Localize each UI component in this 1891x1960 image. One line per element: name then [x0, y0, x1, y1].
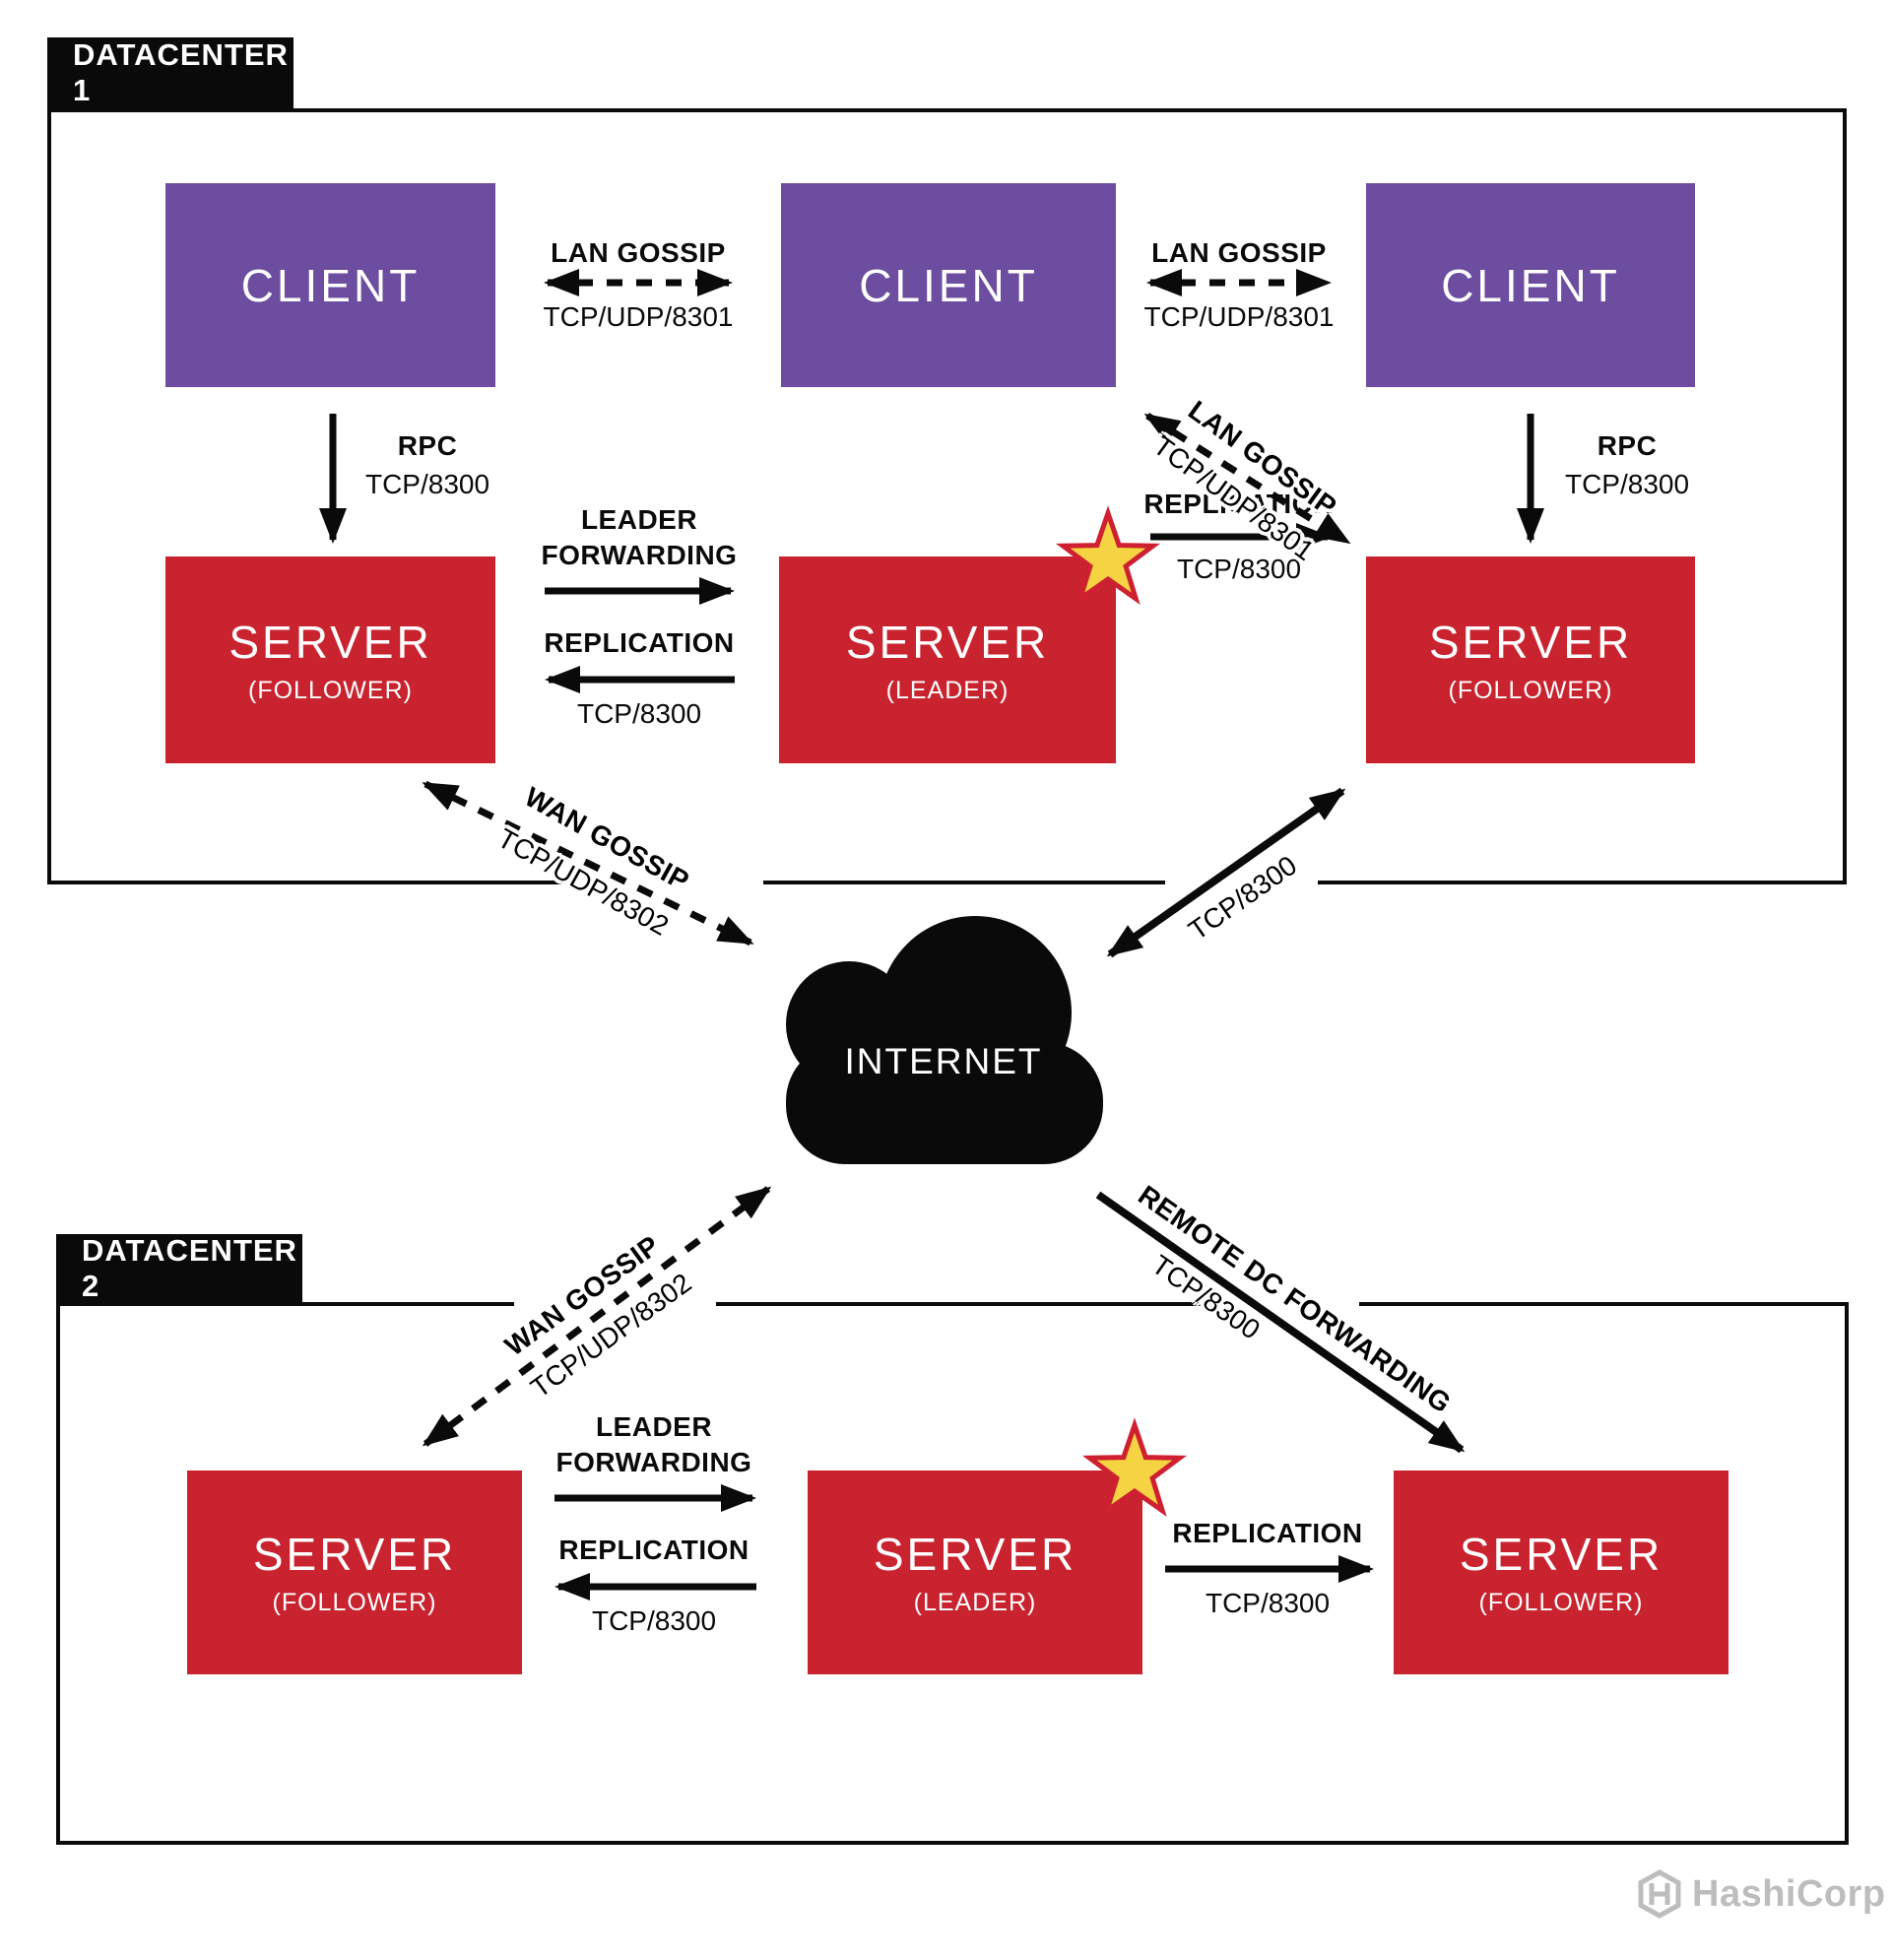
datacenter2-tab: DATACENTER 2: [56, 1232, 302, 1303]
hashicorp-logo-text: HashiCorp: [1692, 1872, 1886, 1915]
dc2-server-follower-right: SERVER (FOLLOWER): [1394, 1470, 1728, 1674]
datacenter1-tab: DATACENTER 1: [47, 37, 293, 108]
dc2-server-3-role: (FOLLOWER): [1478, 1589, 1644, 1616]
dc2-server-leader: SERVER (LEADER): [808, 1470, 1142, 1674]
datacenter2-border: [56, 1302, 1849, 1845]
dc1-server-follower-left: SERVER (FOLLOWER): [165, 556, 495, 763]
hashicorp-logo-mark: [1638, 1869, 1681, 1919]
dc1-server-3-label: SERVER: [1428, 616, 1633, 668]
hashicorp-logo: HashiCorp: [1637, 1869, 1886, 1919]
datacenter1-border: [47, 108, 1847, 884]
dc1-client-2-label: CLIENT: [859, 259, 1038, 311]
dc1-client-3: CLIENT: [1366, 183, 1695, 387]
dc1-server-2-label: SERVER: [845, 616, 1050, 668]
dc1-client-3-label: CLIENT: [1441, 259, 1620, 311]
datacenter2-label: DATACENTER 2: [82, 1232, 297, 1303]
datacenter1-label: DATACENTER 1: [73, 37, 289, 107]
dc2-server-3-label: SERVER: [1459, 1529, 1663, 1580]
dc1-server-leader: SERVER (LEADER): [779, 556, 1116, 763]
dc1-server-1-label: SERVER: [228, 616, 432, 668]
dc2-server-2-role: (LEADER): [913, 1589, 1037, 1616]
dc2-server-1-role: (FOLLOWER): [272, 1589, 437, 1616]
dc1-server-1-role: (FOLLOWER): [248, 676, 413, 704]
dc1-client-1-label: CLIENT: [240, 259, 421, 311]
dc1-server-follower-right: SERVER (FOLLOWER): [1366, 556, 1695, 763]
dc2-server-2-label: SERVER: [873, 1529, 1077, 1580]
dc1-server-2-role: (LEADER): [885, 676, 1010, 704]
dc2-server-1-label: SERVER: [252, 1529, 457, 1580]
dc2-server-follower-left: SERVER (FOLLOWER): [187, 1470, 522, 1674]
dc1-server-3-role: (FOLLOWER): [1448, 676, 1613, 704]
dc1-client-1: CLIENT: [165, 183, 495, 387]
dc1-client-2: CLIENT: [781, 183, 1116, 387]
